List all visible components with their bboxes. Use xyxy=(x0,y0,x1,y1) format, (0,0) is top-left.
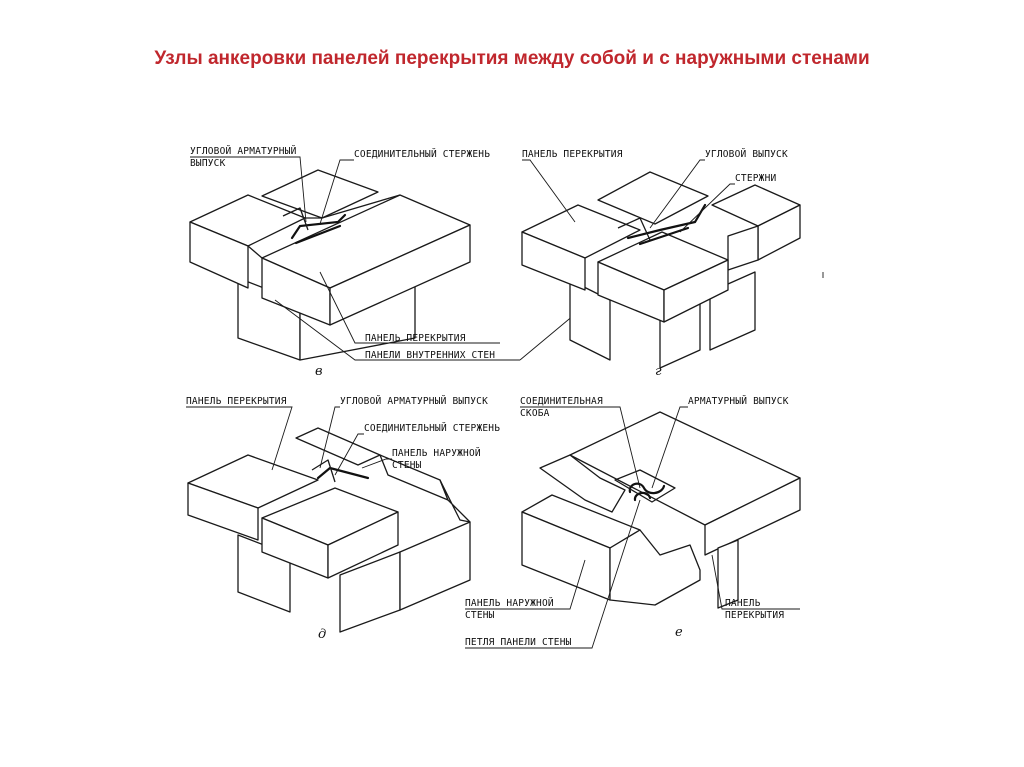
figure-e-outer-wall-label-1: ПАНЕЛЬ НАРУЖНОЙ xyxy=(465,597,554,609)
figure-d-floor-panel-label: ПАНЕЛЬ ПЕРЕКРЫТИЯ xyxy=(186,396,287,407)
figure-d-outer-wall-side xyxy=(439,479,471,523)
figure-e-outer-wall-label-2: СТЕНЫ xyxy=(465,610,495,621)
figure-d-letter: д xyxy=(318,627,326,642)
figure-g-letter: г xyxy=(655,364,662,379)
figure-e-wall-loop-label: ПЕТЛЯ ПАНЕЛИ СТЕНЫ xyxy=(465,637,572,648)
figure-g-rebar xyxy=(626,203,707,240)
figure-v-inner-wall-label: ПАНЕЛИ ВНУТРЕННИХ СТЕН xyxy=(365,350,495,361)
figure-e-bracket xyxy=(628,482,666,495)
figure-e-letter: е xyxy=(675,625,683,640)
figure-e-bracket-label-2: СКОБА xyxy=(520,408,550,419)
figure-e-outer-wall-side xyxy=(609,529,701,606)
figure-d: ПАНЕЛЬ ПЕРЕКРЫТИЯ УГЛОВОЙ АРМАТУРНЫЙ ВЫП… xyxy=(186,395,500,642)
figure-g-rods-label: СТЕРЖНИ xyxy=(735,173,777,184)
figure-e-floor-panel-label-1: ПАНЕЛЬ xyxy=(725,598,761,609)
figure-v-rebar xyxy=(290,213,347,240)
figure-d-connecting-rod-label: СОЕДИНИТЕЛЬНЫЙ СТЕРЖЕНЬ xyxy=(364,422,500,434)
figure-e-slab-side xyxy=(704,477,801,556)
figure-g-wall-front xyxy=(569,279,611,361)
figure-e-rebar-outlet-label: АРМАТУРНЫЙ ВЫПУСК xyxy=(688,395,789,407)
figure-v-connecting-rod-label: СОЕДИНИТЕЛЬНЫЙ СТЕРЖЕНЬ xyxy=(354,148,490,160)
figure-g: ПАНЕЛЬ ПЕРЕКРЫТИЯ УГЛОВОЙ ВЫПУСК СТЕРЖНИ… xyxy=(521,148,801,379)
figure-e-floor-panel-label-2: ПЕРЕКРЫТИЯ xyxy=(725,610,784,621)
figure-d-wall-side xyxy=(399,521,471,611)
figure-v-corner-outlet-label-1: УГЛОВОЙ АРМАТУРНЫЙ xyxy=(190,145,297,157)
figure-g-right-slab-front xyxy=(727,225,759,271)
figure-g-corner-outlet-label: УГЛОВОЙ ВЫПУСК xyxy=(705,148,788,160)
figure-d-corner-outlet-label: УГЛОВОЙ АРМАТУРНЫЙ ВЫПУСК xyxy=(340,395,488,407)
figure-g-left-slab-front xyxy=(521,231,586,291)
figure-e-outer-wall-groove xyxy=(539,454,626,513)
figure-v-back-slab-top xyxy=(261,169,379,219)
figure-g-back-slab-top xyxy=(597,171,709,225)
figure-d-front-slab-side xyxy=(327,511,399,579)
figure-v-right-slab-side xyxy=(329,224,471,326)
figure-e: СОЕДИНИТЕЛЬНАЯ СКОБА АРМАТУРНЫЙ ВЫПУСК П… xyxy=(465,395,801,649)
figure-g-front-slab-side xyxy=(663,259,729,323)
figure-d-rebar xyxy=(316,466,370,480)
figure-d-outer-wall-label-1: ПАНЕЛЬ НАРУЖНОЙ xyxy=(392,447,481,459)
figure-v-floor-panel-label: ПАНЕЛЬ ПЕРЕКРЫТИЯ xyxy=(365,333,466,344)
slide-title: Узлы анкеровки панелей перекрытия между … xyxy=(154,48,870,69)
figure-d-outer-wall-label-2: СТЕНЫ xyxy=(392,460,422,471)
figure-v-left-slab-front xyxy=(189,221,249,289)
figure-v: УГЛОВОЙ АРМАТУРНЫЙ ВЫПУСК СОЕДИНИТЕЛЬНЫЙ… xyxy=(189,145,581,379)
figure-v-letter: в xyxy=(315,364,323,379)
figure-v-corner-outlet-label-2: ВЫПУСК xyxy=(190,158,226,169)
figure-g-floor-panel-label: ПАНЕЛЬ ПЕРЕКРЫТИЯ xyxy=(522,149,623,160)
figure-e-bracket-label-1: СОЕДИНИТЕЛЬНАЯ xyxy=(520,396,603,407)
figure-d-left-slab-front xyxy=(187,482,259,541)
